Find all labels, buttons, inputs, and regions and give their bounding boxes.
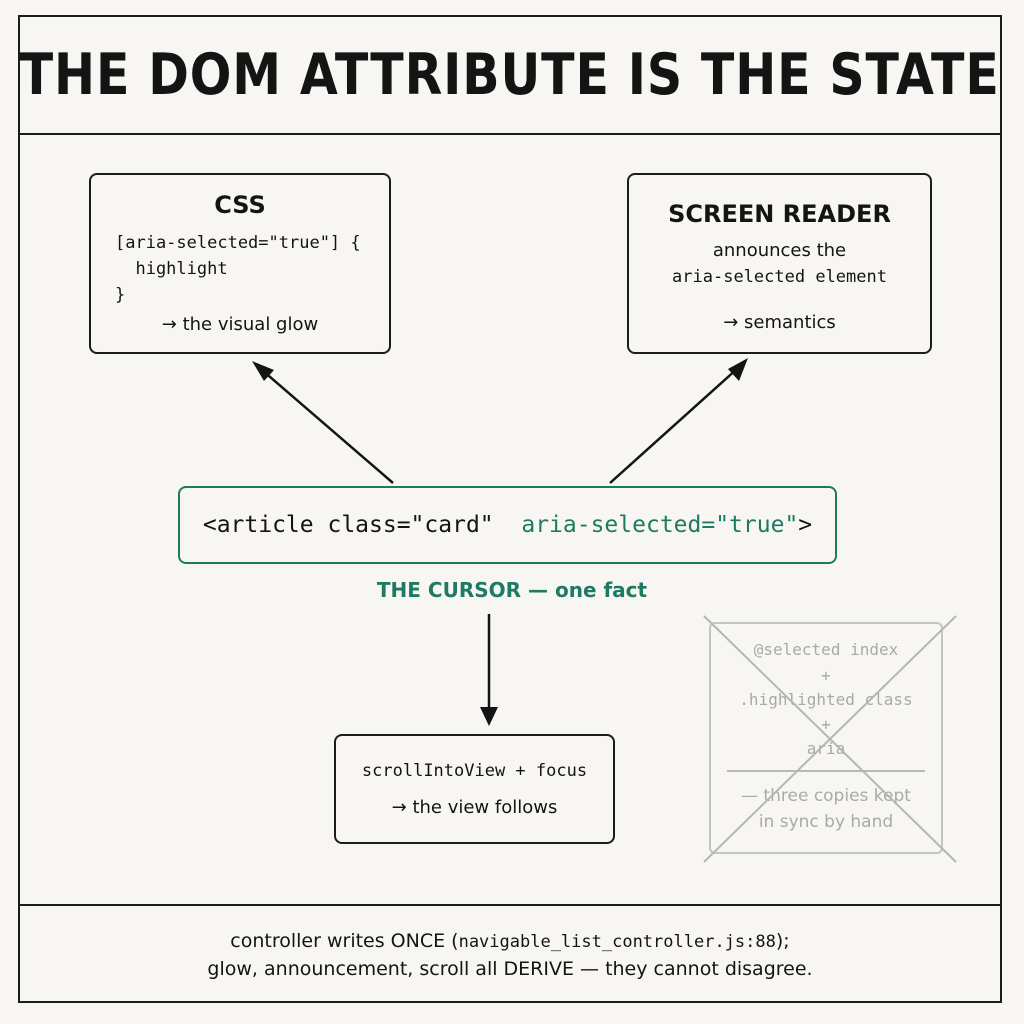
footer-text-b: ); — [775, 929, 790, 952]
screen-reader-line-1: announces the — [712, 240, 847, 261]
cursor-label: THE CURSOR — one fact — [376, 578, 648, 602]
element-code: <article class="card" aria-selected="tru… — [203, 512, 812, 538]
footer-line-2: glow, announcement, scroll all DERIVE — … — [207, 957, 813, 980]
rejected-note-1: — three copies kept — [741, 786, 911, 806]
footer-line-1: controller writes ONCE (navigable_list_c… — [230, 930, 789, 952]
footer-band: controller writes ONCE (navigable_list_c… — [20, 904, 1000, 1003]
css-code-line-1: [aria-selected="true"] { — [115, 233, 361, 253]
css-note: → the visual glow — [161, 314, 319, 335]
arrow-to-scroll-head — [480, 707, 498, 726]
diagram-title: THE DOM ATTRIBUTE IS THE STATE — [20, 42, 1000, 108]
css-code-line-3: } — [115, 285, 126, 305]
css-heading: CSS — [214, 191, 266, 219]
screen-reader-note: → semantics — [723, 312, 836, 333]
screen-reader-heading: SCREEN READER — [668, 200, 891, 228]
scroll-line-2: → the view follows — [391, 797, 558, 818]
scroll-line-1: scrollIntoView + focus — [361, 761, 588, 781]
element-code-attr: aria-selected="true" — [521, 512, 799, 538]
rejected-note-2: in sync by hand — [758, 812, 894, 832]
rejected-plus-1: + — [821, 666, 831, 685]
element-code-prefix: <article class="card" — [202, 512, 522, 538]
arrow-to-screen-reader — [609, 367, 739, 484]
arrow-to-screen-reader-head — [728, 358, 748, 381]
rejected-divider — [727, 770, 925, 772]
rejected-alternative-box: @selected index + .highlighted class + a… — [709, 622, 943, 854]
css-code-line-2: highlight — [115, 259, 228, 279]
footer-text-a: controller writes ONCE ( — [230, 929, 459, 952]
css-code: [aria-selected="true"] { highlight} — [115, 230, 361, 308]
rejected-plus-2: + — [821, 715, 831, 734]
arrow-to-css-head — [252, 361, 274, 381]
scroll-box: scrollIntoView + focus → the view follow… — [334, 734, 615, 844]
rejected-line-1: @selected index — [753, 640, 899, 659]
screen-reader-line-2: aria-selected element — [672, 267, 887, 287]
screen-reader-box: SCREEN READER announces the aria-selecte… — [627, 173, 932, 354]
arrow-to-css — [261, 369, 394, 484]
cross-out-line-2 — [703, 615, 957, 863]
footer-code-ref: navigable_list_controller.js:88 — [458, 931, 776, 952]
title-band: THE DOM ATTRIBUTE IS THE STATE — [20, 17, 1000, 135]
rejected-line-2: .highlighted class — [739, 690, 913, 709]
element-box: <article class="card" aria-selected="tru… — [178, 486, 837, 564]
element-code-suffix: > — [798, 512, 813, 538]
css-box: CSS [aria-selected="true"] { highlight} … — [89, 173, 391, 354]
